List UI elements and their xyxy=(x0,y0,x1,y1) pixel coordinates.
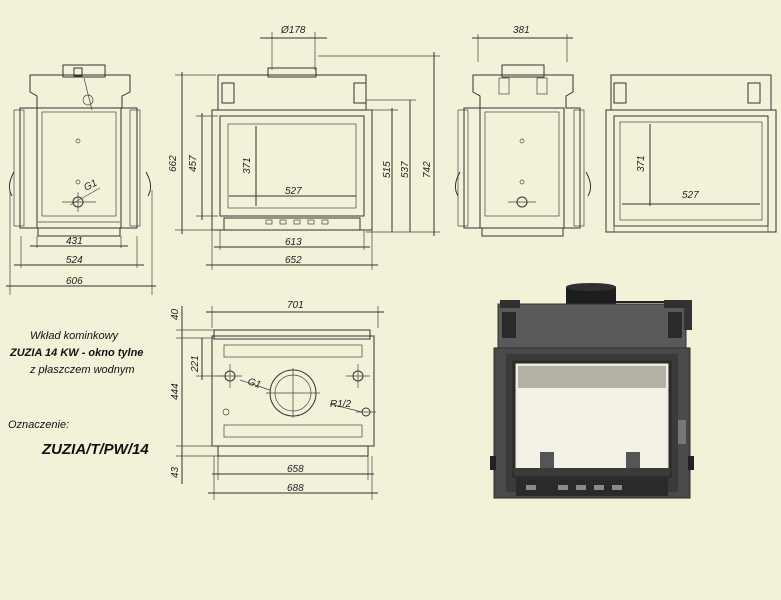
title-line-3: z płaszczem wodnym xyxy=(30,364,135,376)
dim-662: 662 xyxy=(168,155,179,172)
label-r12: R1/2 xyxy=(330,399,352,410)
dim-537: 537 xyxy=(400,161,411,178)
dim-652: 652 xyxy=(285,255,302,266)
dim-524: 524 xyxy=(66,255,83,266)
label-g1-top: G1 xyxy=(246,376,262,391)
designation-code: ZUZIA/T/PW/14 xyxy=(42,441,149,458)
insert-render xyxy=(490,283,694,499)
top-view: G1 R1/2 701 40 221 444 43 658 688 xyxy=(170,300,384,500)
designation-label: Oznaczenie: xyxy=(8,419,70,431)
dim-371-front: 371 xyxy=(242,157,253,174)
dim-371-rear: 371 xyxy=(636,155,647,172)
dim-431: 431 xyxy=(66,236,83,247)
dim-43: 43 xyxy=(170,466,181,478)
dim-444: 444 xyxy=(170,383,181,400)
dim-613: 613 xyxy=(285,237,302,248)
dim-742: 742 xyxy=(422,161,433,178)
side-view-left: 431 524 606 G1 xyxy=(6,64,156,295)
title-line-2: ZUZIA 14 KW - okno tylne xyxy=(10,347,144,359)
dim-381: 381 xyxy=(513,25,530,36)
dim-527-rear: 527 xyxy=(682,190,699,201)
dim-658: 658 xyxy=(287,464,304,475)
dim-606: 606 xyxy=(66,276,83,287)
dim-688: 688 xyxy=(287,483,304,494)
dim-dia-178: Ø178 xyxy=(280,25,306,36)
front-view: Ø178 662 457 371 527 515 537 742 613 xyxy=(168,25,440,270)
rear-view: 371 527 xyxy=(605,74,777,233)
dim-221: 221 xyxy=(190,355,201,373)
dim-527-front: 527 xyxy=(285,186,302,197)
title-line-1: Wkład kominkowy xyxy=(30,330,119,342)
side-view-right: 381 xyxy=(454,25,592,237)
dim-457: 457 xyxy=(188,155,199,172)
label-g1-side: G1 xyxy=(82,178,99,194)
dim-515: 515 xyxy=(382,161,393,178)
dim-40: 40 xyxy=(170,308,181,320)
dim-701: 701 xyxy=(287,300,304,311)
